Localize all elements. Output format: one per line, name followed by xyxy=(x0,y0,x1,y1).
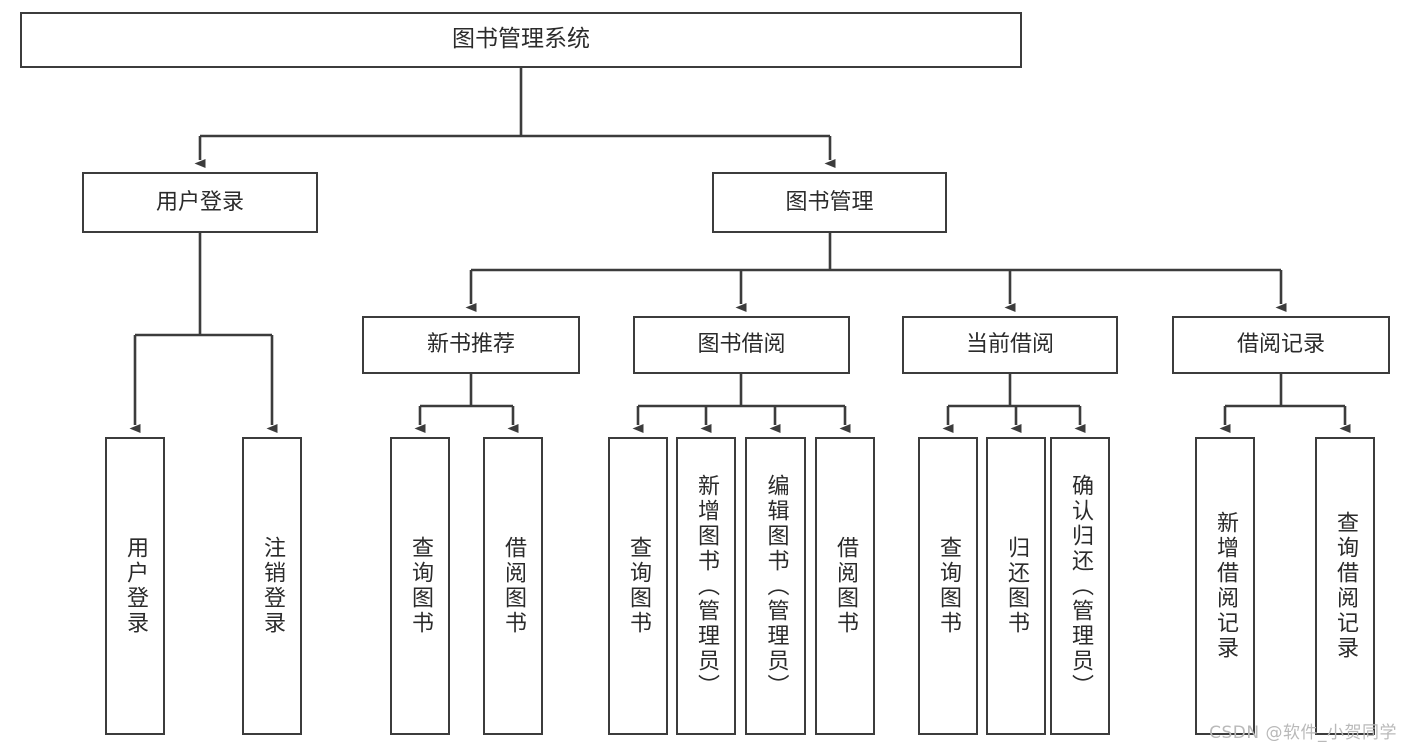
node-label: 图书管理系统 xyxy=(452,26,590,53)
node-leaf-borrow-book-1[interactable]: 借阅图书 xyxy=(483,437,543,735)
node-label: 当前借阅 xyxy=(965,332,1054,358)
node-leaf-logout[interactable]: 注销登录 xyxy=(242,437,302,735)
node-leaf-add-record[interactable]: 新增借阅记录 xyxy=(1195,437,1255,735)
node-leaf-return-book[interactable]: 归还图书 xyxy=(986,437,1046,735)
node-book-manage[interactable]: 图书管理 xyxy=(712,172,947,233)
node-book-borrow[interactable]: 图书借阅 xyxy=(633,316,850,374)
node-leaf-query-book-3[interactable]: 查询图书 xyxy=(918,437,978,735)
node-leaf-confirm-return[interactable]: 确认归还（管理员） xyxy=(1050,437,1110,735)
node-leaf-borrow-book-2[interactable]: 借阅图书 xyxy=(815,437,875,735)
node-root[interactable]: 图书管理系统 xyxy=(20,12,1022,68)
node-label: 查询图书 xyxy=(626,536,651,636)
node-label: 用户登录 xyxy=(123,536,148,636)
node-leaf-edit-book[interactable]: 编辑图书（管理员） xyxy=(745,437,806,735)
node-label: 查询图书 xyxy=(408,536,433,636)
node-current-borrow[interactable]: 当前借阅 xyxy=(902,316,1118,374)
node-leaf-user-login[interactable]: 用户登录 xyxy=(105,437,165,735)
node-borrow-record[interactable]: 借阅记录 xyxy=(1172,316,1390,374)
node-label: 新书推荐 xyxy=(426,332,515,358)
node-label: 编辑图书（管理员） xyxy=(763,473,789,699)
node-label: 借阅记录 xyxy=(1236,332,1325,358)
node-leaf-query-record[interactable]: 查询借阅记录 xyxy=(1315,437,1375,735)
node-label: 注销登录 xyxy=(260,536,285,636)
node-label: 新增图书（管理员） xyxy=(694,473,719,699)
node-leaf-query-book-1[interactable]: 查询图书 xyxy=(390,437,450,735)
node-label: 图书管理 xyxy=(785,189,874,215)
node-label: 确认归还（管理员） xyxy=(1068,473,1093,699)
node-label: 借阅图书 xyxy=(501,536,526,636)
node-label: 查询借阅记录 xyxy=(1333,511,1358,661)
node-label: 归还图书 xyxy=(1004,536,1029,636)
node-leaf-add-book[interactable]: 新增图书（管理员） xyxy=(676,437,736,735)
node-label: 新增借阅记录 xyxy=(1213,511,1238,661)
node-user-login[interactable]: 用户登录 xyxy=(82,172,318,233)
node-label: 查询图书 xyxy=(936,536,961,636)
node-label: 图书借阅 xyxy=(697,332,786,358)
node-label: 借阅图书 xyxy=(833,536,858,636)
node-label: 用户登录 xyxy=(155,189,244,215)
node-new-book-recommend[interactable]: 新书推荐 xyxy=(362,316,580,374)
node-leaf-query-book-2[interactable]: 查询图书 xyxy=(608,437,668,735)
